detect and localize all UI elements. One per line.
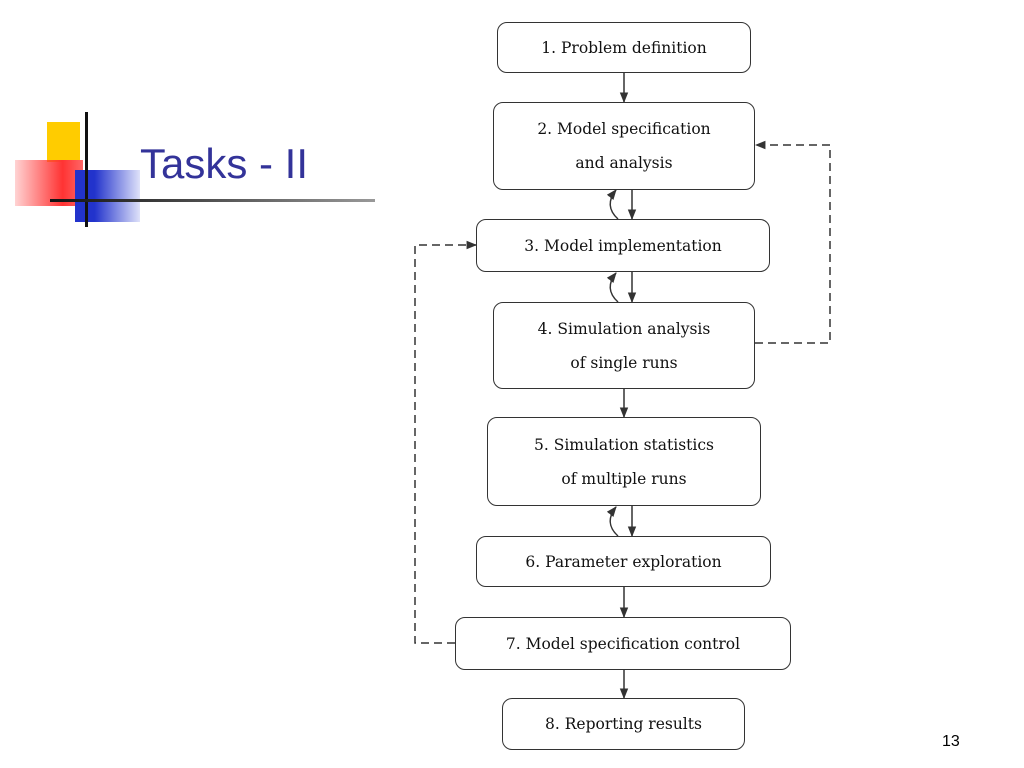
step-4-label-line2: of single runs: [570, 353, 678, 372]
logo-red-square: [15, 160, 83, 206]
step-2-label-line1: 2. Model specification: [537, 120, 711, 138]
step-7-label: 7. Model specification control: [505, 634, 741, 653]
step-1-label: 1. Problem definition: [541, 38, 707, 57]
step-1-box: 1. Problem definition: [497, 22, 751, 73]
step-4-label-line1: 4. Simulation analysis: [537, 319, 711, 338]
step-5-label-line1: 5. Simulation statistics: [534, 435, 714, 454]
step-2-label-line2: and analysis: [575, 154, 673, 172]
arrow-4-to-3: [606, 272, 619, 303]
arrow-6-to-5: [606, 506, 619, 537]
arrow-3-to-2: [606, 189, 619, 220]
page-number: 13: [942, 733, 960, 750]
step-5-box: 5. Simulation statistics of multiple run…: [487, 417, 761, 506]
step-4-box: 4. Simulation analysis of single runs: [493, 302, 755, 389]
feedback-4-to-2: [754, 140, 831, 344]
step-7-box: 7. Model specification control: [455, 617, 791, 670]
step-5-label-line2: of multiple runs: [561, 469, 687, 488]
step-8-label: 8. Reporting results: [545, 715, 702, 733]
logo-vertical-line: [85, 112, 88, 227]
step-3-label: 3. Model implementation: [524, 236, 722, 255]
step-2-box: 2. Model specification and analysis: [493, 102, 755, 190]
logo-yellow-square: [47, 122, 80, 162]
step-3-box: 3. Model implementation: [476, 219, 770, 272]
step-6-box: 6. Parameter exploration: [476, 536, 771, 587]
title-underline: [50, 199, 375, 202]
slide-title: Tasks - II: [140, 140, 309, 187]
feedback-7-to-3: [414, 240, 478, 644]
step-8-box: 8. Reporting results: [502, 698, 745, 750]
step-6-label: 6. Parameter exploration: [525, 552, 722, 571]
